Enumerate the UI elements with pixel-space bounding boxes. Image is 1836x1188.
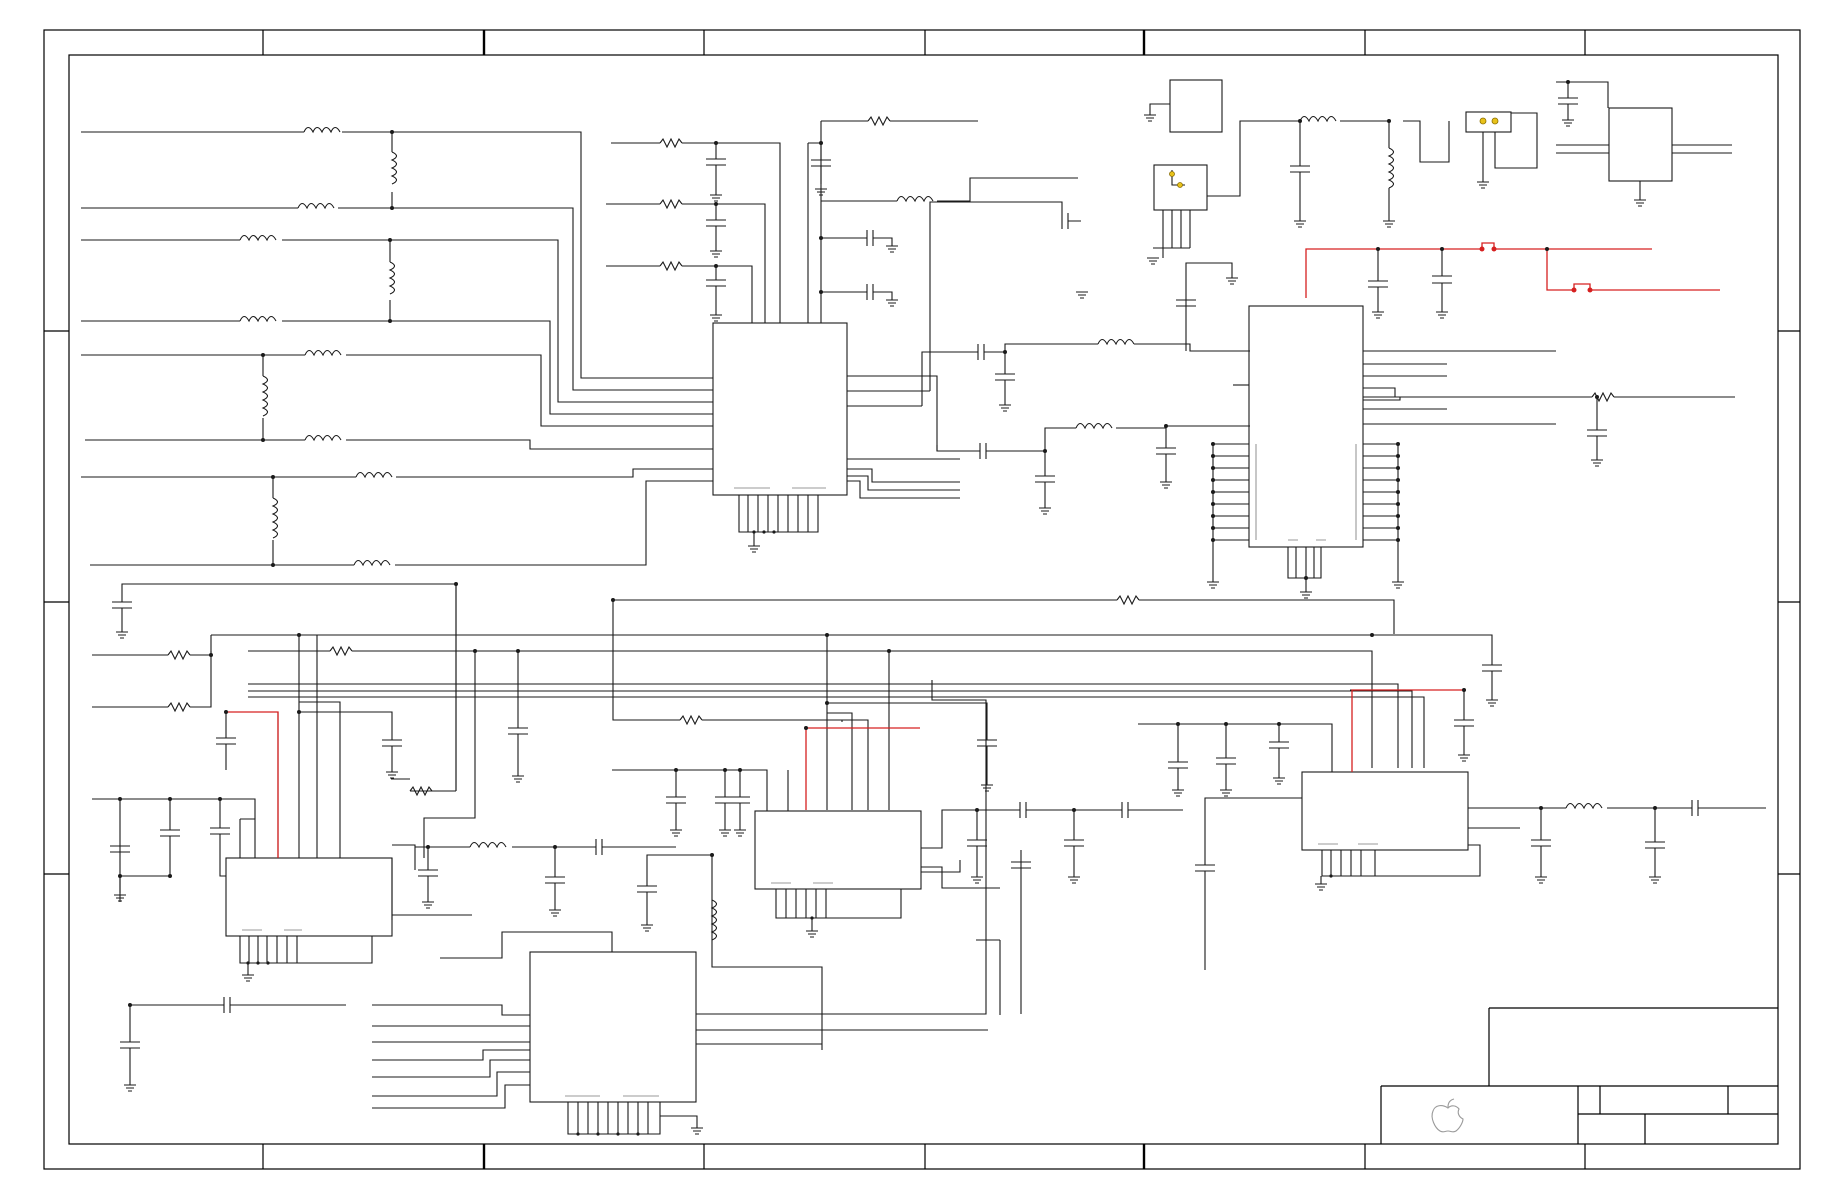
- schematic-wiring: [81, 79, 1766, 1135]
- highlight-pin-markers: [1479, 246, 1593, 293]
- highlighted-nets: [226, 242, 1720, 858]
- ground-symbols: [114, 114, 1661, 1135]
- title-block: [1380, 1007, 1778, 1144]
- junction-dots: [118, 80, 1657, 1136]
- test-point-markers: [1169, 117, 1499, 188]
- apple-logo-icon: [1431, 1098, 1464, 1133]
- sheet-frame: [43, 29, 1801, 1170]
